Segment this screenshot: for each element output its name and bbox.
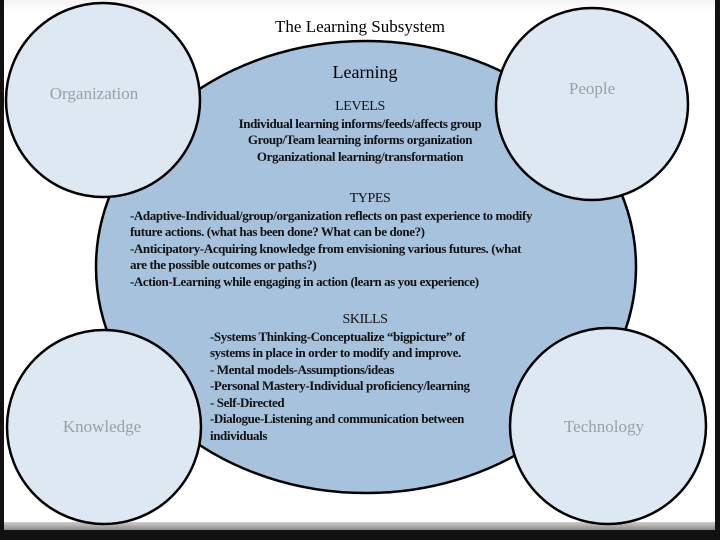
organization-circle	[4, 1, 202, 199]
skills-line: systems in place in order to modify and …	[210, 345, 461, 360]
organization-label: Organization	[49, 84, 139, 103]
learning-ellipse	[94, 39, 638, 495]
types-heading: TYPES	[349, 191, 391, 206]
people-circle	[494, 6, 690, 202]
types-line: -Anticipatory-Acquiring knowledge from e…	[130, 240, 522, 256]
skills-heading: SKILLS	[342, 312, 388, 327]
diagram-title: The Learning Subsystem	[275, 17, 445, 36]
skills-line: -Systems Thinking-Conceptualize “bigpict…	[210, 328, 465, 344]
types-line: -Action-Learning while engaging in actio…	[130, 273, 479, 289]
types-line: are the possible outcomes or paths?)	[130, 257, 317, 272]
people-label: People	[568, 79, 616, 98]
levels-line: Group/Team learning informs organization	[247, 132, 473, 147]
skills-line: -Personal Mastery-Individual proficiency…	[210, 378, 470, 393]
technology-circle	[508, 326, 708, 526]
levels-section: LEVELS Individual learning informs/feeds…	[205, 99, 515, 165]
skills-line: - Mental models-Assumptions/ideas	[210, 361, 394, 377]
skills-line: individuals	[210, 427, 268, 443]
skills-line: - Self-Directed	[210, 394, 285, 410]
types-section: TYPES -Adaptive-Individual/group/organiz…	[130, 191, 610, 290]
skills-line: -Dialogue-Listening and communication be…	[210, 411, 464, 426]
knowledge-label: Knowledge	[62, 417, 142, 436]
slide-bottom-edge	[4, 522, 715, 530]
technology-label: Technology	[563, 417, 644, 436]
types-line: future actions. (what has been done? Wha…	[130, 224, 425, 239]
levels-line: Individual learning informs/feeds/affect…	[238, 115, 482, 131]
types-line: -Adaptive-Individual/group/organization …	[130, 207, 533, 223]
skills-section: SKILLS -Systems Thinking-Conceptualize “…	[210, 312, 520, 444]
knowledge-circle	[5, 328, 203, 526]
levels-heading: LEVELS	[335, 99, 385, 114]
learning-label: Learning	[332, 62, 398, 82]
levels-line: Organizational learning/transformation	[256, 148, 464, 164]
